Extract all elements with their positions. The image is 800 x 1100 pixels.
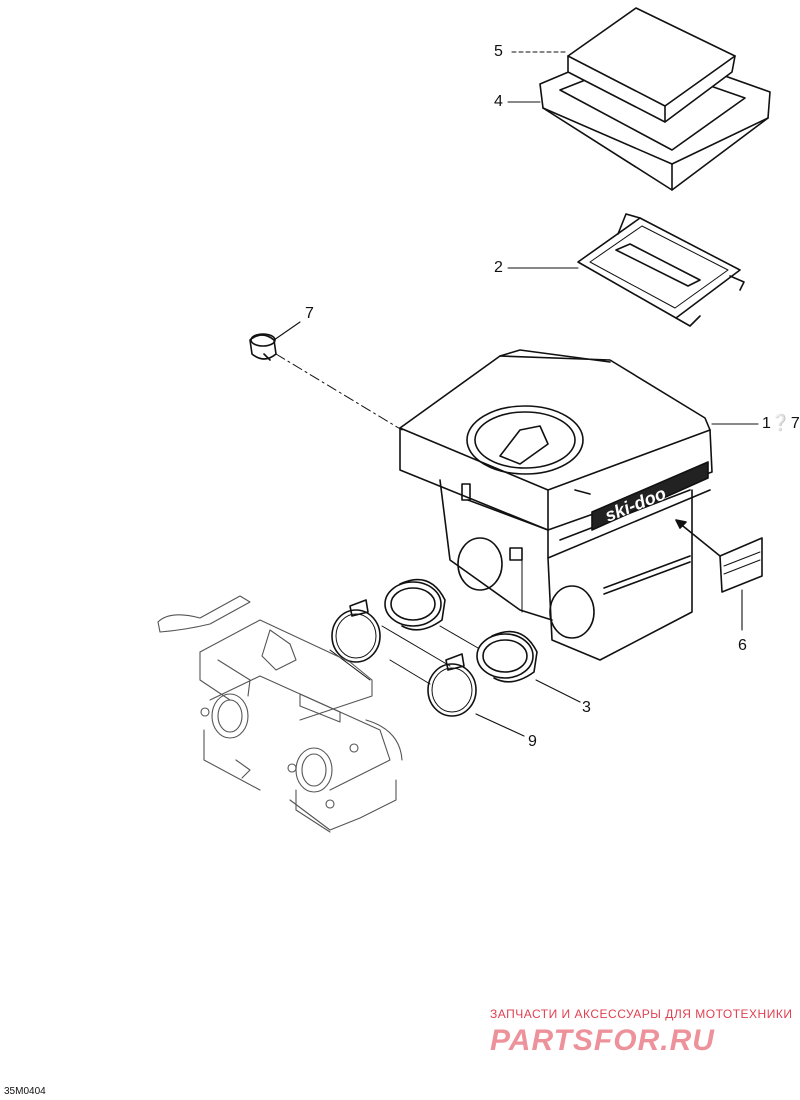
air-silencer-housing-part-1 [399, 349, 713, 661]
brand-logo-text: ski-doo [602, 483, 669, 526]
callout-3: 3 [582, 699, 591, 716]
decal-arrow [677, 521, 721, 557]
filter-element-part-5 [567, 7, 736, 123]
callout-6: 6 [738, 637, 747, 654]
leader-lines [273, 51, 759, 737]
callout-5: 5 [494, 43, 503, 60]
brand-logo-plate: ski-doo [591, 461, 709, 531]
decal-arrowhead [675, 519, 687, 529]
watermark-tagline: ЗАПЧАСТИ И АКСЕССУАРЫ ДЛЯ МОТОТЕХНИКИ [490, 1007, 793, 1021]
callout-4: 4 [494, 93, 503, 110]
adaptor-part-3-upper [384, 578, 446, 631]
callout-1-to-7: 1❔7 [762, 415, 800, 432]
assembly-lines [329, 559, 523, 685]
watermark-brand: PARTSFOR.RU [490, 1024, 715, 1057]
carburetor-assembly [157, 595, 403, 833]
plate-part-2 [577, 213, 745, 327]
callout-7: 7 [305, 305, 314, 322]
grommet-part-7 [249, 333, 277, 361]
clamp-part-9-lower [427, 653, 477, 717]
clamp-part-9-upper [331, 599, 381, 663]
decal-part-6 [719, 537, 763, 593]
adaptor-part-3-lower [476, 630, 538, 683]
grommet-dash-line [275, 353, 403, 431]
callout-2: 2 [494, 259, 503, 276]
callout-9: 9 [528, 733, 537, 750]
drawing-code: 35M0404 [4, 1086, 46, 1097]
